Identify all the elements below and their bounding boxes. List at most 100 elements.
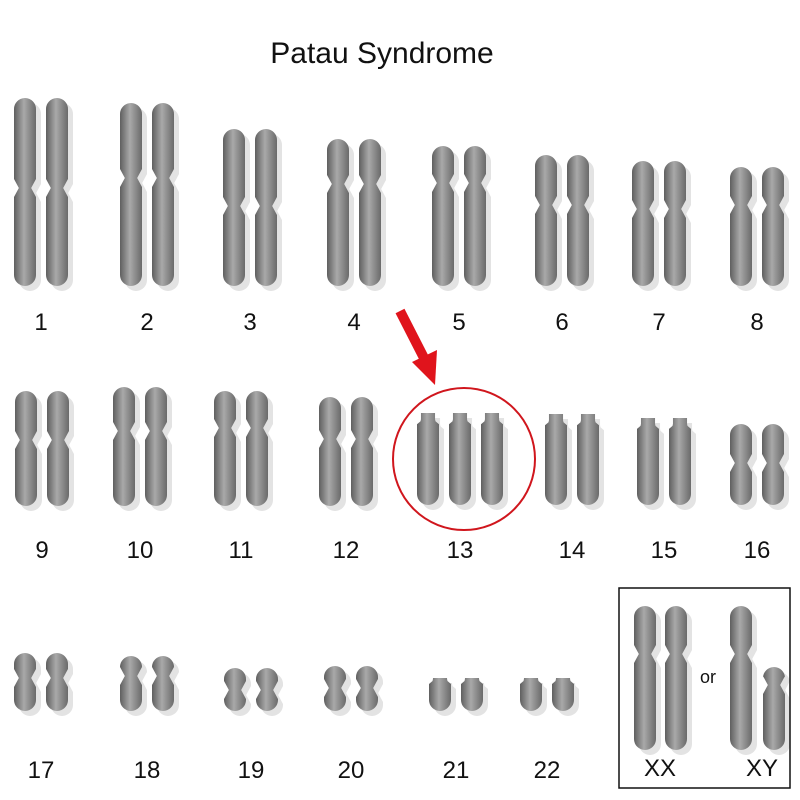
chromosome-label-10: 10	[127, 537, 154, 564]
sex-chromosome-box	[618, 587, 791, 789]
chromosome-pair-22: 22	[520, 678, 579, 784]
chromosome-14-copy	[577, 414, 599, 505]
chromosome-label-20: 20	[338, 757, 365, 784]
chromosome-label-13: 13	[447, 537, 474, 564]
chromosome-5-copy	[432, 146, 454, 286]
chromosome-label-6: 6	[555, 309, 568, 336]
chromosome-label-3: 3	[243, 309, 256, 336]
chromosome-pair-16: 16	[730, 424, 789, 564]
chromosome-22-copy	[552, 678, 574, 711]
chromosome-pair-11: 11	[214, 391, 273, 564]
chromosome-17-copy	[14, 653, 36, 711]
chromosome-14-copy	[545, 414, 567, 505]
chromosome-21-copy	[429, 678, 451, 711]
chromosome-label-22: 22	[534, 757, 561, 784]
chromosome-7-copy	[632, 161, 654, 286]
x-chromosome	[730, 606, 752, 750]
red-arrow-icon	[395, 308, 437, 385]
chromosome-label-15: 15	[651, 537, 678, 564]
chromosome-6-copy	[535, 155, 557, 286]
chromosome-22-copy	[520, 678, 542, 711]
chromosome-12-copy	[351, 397, 373, 506]
chromosome-10-copy	[145, 387, 167, 506]
chromosome-18-copy	[152, 656, 174, 711]
chromosome-20-copy	[356, 666, 378, 711]
chromosome-20-copy	[324, 666, 346, 711]
chromosome-1-copy	[14, 98, 36, 286]
chromosome-label-2: 2	[140, 309, 153, 336]
chromosome-15-copy	[637, 418, 659, 505]
chromosome-pair-12: 12	[319, 397, 378, 564]
chromosome-19-copy	[256, 668, 278, 711]
chromosome-pair-20: 20	[324, 666, 383, 784]
chromosome-pair-14: 14	[545, 414, 604, 564]
chromosome-label-18: 18	[134, 757, 161, 784]
chromosome-8-copy	[762, 167, 784, 286]
sex-chromosomes	[634, 606, 790, 755]
sex-chromosome-panel: or XX XY	[618, 587, 791, 789]
chromosome-11-copy	[246, 391, 268, 506]
chromosome-4-copy	[327, 139, 349, 286]
chromosome-15-copy	[669, 418, 691, 505]
chromosome-16-copy	[762, 424, 784, 505]
chromosome-13-copy	[417, 413, 439, 505]
chromosome-label-21: 21	[443, 757, 470, 784]
y-chromosome	[763, 667, 785, 750]
or-label: or	[700, 667, 716, 687]
chromosome-pair-2: 2	[120, 103, 179, 336]
chromosome-11-copy	[214, 391, 236, 506]
chromosome-1-copy	[46, 98, 68, 286]
chromosome-label-5: 5	[452, 309, 465, 336]
chromosome-pair-5: 5	[432, 146, 491, 336]
chromosome-pair-3: 3	[223, 129, 282, 336]
chromosome-label-16: 16	[744, 537, 771, 564]
chromosome-7-copy	[664, 161, 686, 286]
chromosome-label-8: 8	[750, 309, 763, 336]
chromosome-label-1: 1	[34, 309, 47, 336]
chromosome-19-copy	[224, 668, 246, 711]
chromosome-9-copy	[15, 391, 37, 506]
chromosome-label-11: 11	[229, 537, 254, 564]
chromosome-pair-13: 13	[417, 413, 508, 564]
chromosome-pair-1: 1	[14, 98, 73, 336]
chromosome-16-copy	[730, 424, 752, 505]
chromosome-pair-4: 4	[327, 139, 386, 336]
chromosome-2-copy	[152, 103, 174, 286]
chromosome-label-17: 17	[28, 757, 55, 784]
chromosome-pair-9: 9	[15, 391, 74, 564]
chromosome-10-copy	[113, 387, 135, 506]
chromosome-3-copy	[223, 129, 245, 286]
chromosome-5-copy	[464, 146, 486, 286]
chromosome-pair-17: 17	[14, 653, 73, 784]
chromosome-21-copy	[461, 678, 483, 711]
chromosome-3-copy	[255, 129, 277, 286]
chromosome-13-copy	[449, 413, 471, 505]
chromosome-label-4: 4	[347, 309, 360, 336]
highlight-circle	[392, 387, 536, 531]
chromosome-label-7: 7	[652, 309, 665, 336]
chromosome-13-copy	[481, 413, 503, 505]
chromosome-pair-6: 6	[535, 155, 594, 336]
diagram-title: Patau Syndrome	[270, 37, 493, 70]
chromosome-pair-18: 18	[120, 656, 179, 784]
chromosome-label-9: 9	[35, 537, 48, 564]
chromosome-label-14: 14	[559, 537, 586, 564]
trisomy-highlight	[392, 308, 536, 531]
xy-label: XY	[746, 755, 778, 782]
chromosome-4-copy	[359, 139, 381, 286]
chromosome-pair-7: 7	[632, 161, 691, 336]
x-chromosome	[634, 606, 656, 750]
chromosome-label-19: 19	[238, 757, 265, 784]
chromosome-pair-19: 19	[224, 668, 283, 784]
chromosome-6-copy	[567, 155, 589, 286]
xx-label: XX	[644, 755, 676, 782]
chromosome-pair-15: 15	[637, 418, 696, 564]
chromosome-18-copy	[120, 656, 142, 711]
chromosome-8-copy	[730, 167, 752, 286]
chromosome-pair-21: 21	[429, 678, 488, 784]
chromosome-pair-8: 8	[730, 167, 789, 336]
chromosome-12-copy	[319, 397, 341, 506]
chromosome-9-copy	[47, 391, 69, 506]
